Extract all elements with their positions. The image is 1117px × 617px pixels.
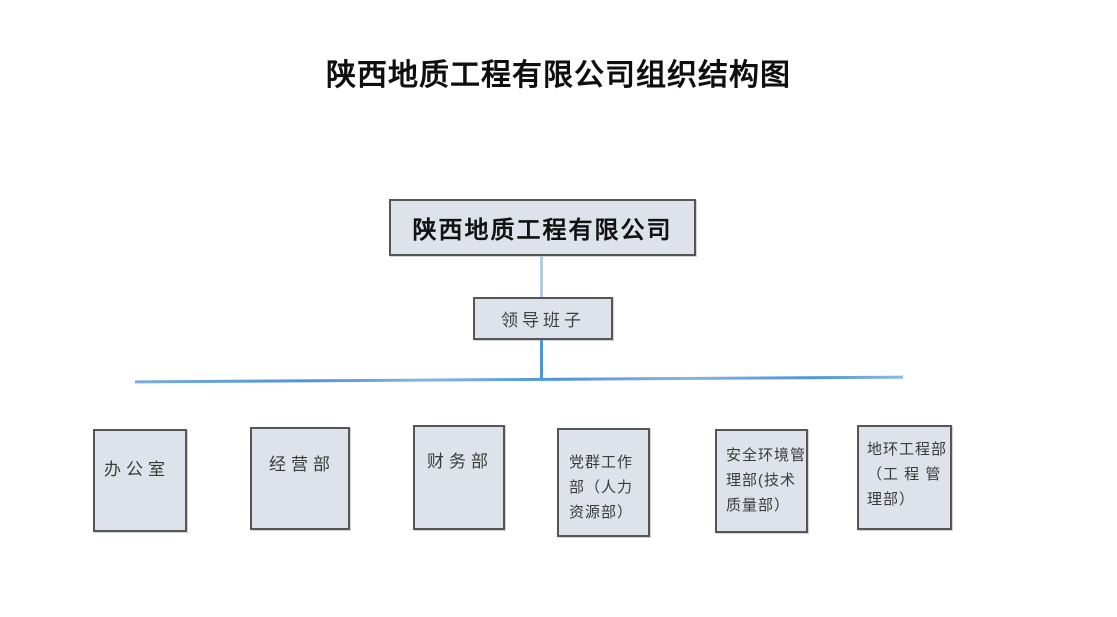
- org-node-dept-operations: 经营部: [250, 427, 350, 530]
- org-node-leadership: 领导班子: [473, 297, 613, 340]
- org-node-company-label: 陕西地质工程有限公司: [412, 217, 673, 244]
- dept-label-line: 办公室: [104, 460, 170, 479]
- page-title: 陕西地质工程有限公司组织结构图: [326, 59, 791, 92]
- dept-label-line: 地环工程部: [867, 441, 948, 458]
- dept-label-line: 资源部）: [569, 504, 634, 521]
- dept-label-line: 部（人力: [569, 479, 634, 496]
- dept-label-line: 质量部）: [726, 497, 791, 514]
- dept-label-line: （工 程 管: [867, 466, 942, 483]
- dept-label-line: 党群工作: [569, 454, 634, 471]
- org-node-company: 陕西地质工程有限公司: [389, 199, 696, 256]
- dept-label-line: 财务部: [427, 452, 493, 471]
- dept-label-line: 理部）: [867, 491, 916, 508]
- org-node-dept-safety-quality: 安全环境管 理部(技术 质量部）: [715, 429, 808, 533]
- org-node-leadership-label: 领导班子: [501, 311, 585, 330]
- connector-company-leadership: [540, 256, 543, 297]
- org-node-dept-office: 办公室: [93, 429, 187, 532]
- dept-label-line: 经营部: [269, 455, 335, 474]
- connector-branch-horizontal-line: [134, 375, 904, 384]
- org-node-dept-finance: 财务部: [413, 425, 505, 530]
- org-node-dept-geoenv-engineering: 地环工程部 （工 程 管 理部）: [857, 425, 952, 530]
- dept-label-line: 理部(技术: [726, 472, 796, 489]
- org-node-dept-party-hr: 党群工作 部（人力 资源部）: [557, 428, 650, 537]
- connector-leadership-branchline: [540, 340, 543, 380]
- dept-label-line: 安全环境管: [726, 447, 807, 464]
